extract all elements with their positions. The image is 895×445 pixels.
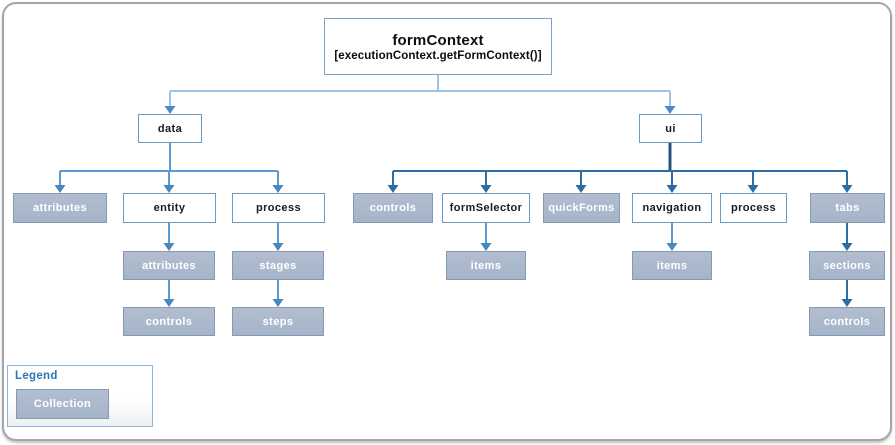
node-data-attributes: attributes [13,193,107,223]
node-label: data [157,122,183,135]
node-entity-attributes: attributes [123,251,215,280]
node-data: data [138,114,202,143]
node-label: controls [369,202,417,214]
arrowheads-root-tier [164,106,676,114]
node-label: tabs [835,202,860,214]
legend-box: Legend Collection [7,365,153,427]
legend-collection-label: Collection [33,398,92,410]
node-label: sections [823,259,871,272]
node-label: process [256,202,301,214]
legend-title: Legend [15,370,58,382]
node-ui-process: process [720,193,787,223]
node-label: formSelector [449,202,523,214]
node-ui-quickforms: quickForms [543,193,620,223]
legend-collection-swatch: Collection [16,389,109,419]
node-data-process: process [232,193,325,223]
node-formselector-items: items [446,251,526,280]
connector-ui-tier [392,170,848,300]
node-label: quickForms [548,202,615,214]
node-ui: ui [639,114,702,143]
node-label: controls [145,315,193,328]
node-label: attributes [32,202,88,214]
connector-data-tier [59,143,673,300]
node-label: items [470,259,502,272]
node-navigation-items: items [632,251,712,280]
node-process-steps: steps [232,307,324,336]
arrowheads-ui-tier [387,185,853,307]
node-formcontext-subtitle: [executionContext.getFormContext()] [334,49,542,62]
node-label: entity [153,202,186,214]
node-ui-controls: controls [353,193,433,223]
node-data-entity: entity [123,193,216,223]
node-entity-controls: controls [123,307,215,336]
node-label: attributes [141,259,197,272]
node-label: controls [823,315,871,328]
node-ui-navigation: navigation [632,193,712,223]
node-ui-tabs: tabs [810,193,885,223]
node-tabs-controls: controls [809,307,885,336]
node-process-stages: stages [232,251,324,280]
node-label: steps [262,315,294,328]
node-label: ui [665,122,676,135]
node-label: items [656,259,688,272]
node-tabs-sections: sections [809,251,885,280]
connector-root-tier [169,75,671,107]
node-formcontext: formContext [executionContext.getFormCon… [324,18,552,75]
node-label: navigation [642,202,702,214]
node-label: process [731,202,776,214]
node-label: stages [259,259,297,272]
arrowheads-data-tier [54,185,678,307]
node-formcontext-title: formContext [392,31,484,49]
node-ui-formselector: formSelector [442,193,530,223]
